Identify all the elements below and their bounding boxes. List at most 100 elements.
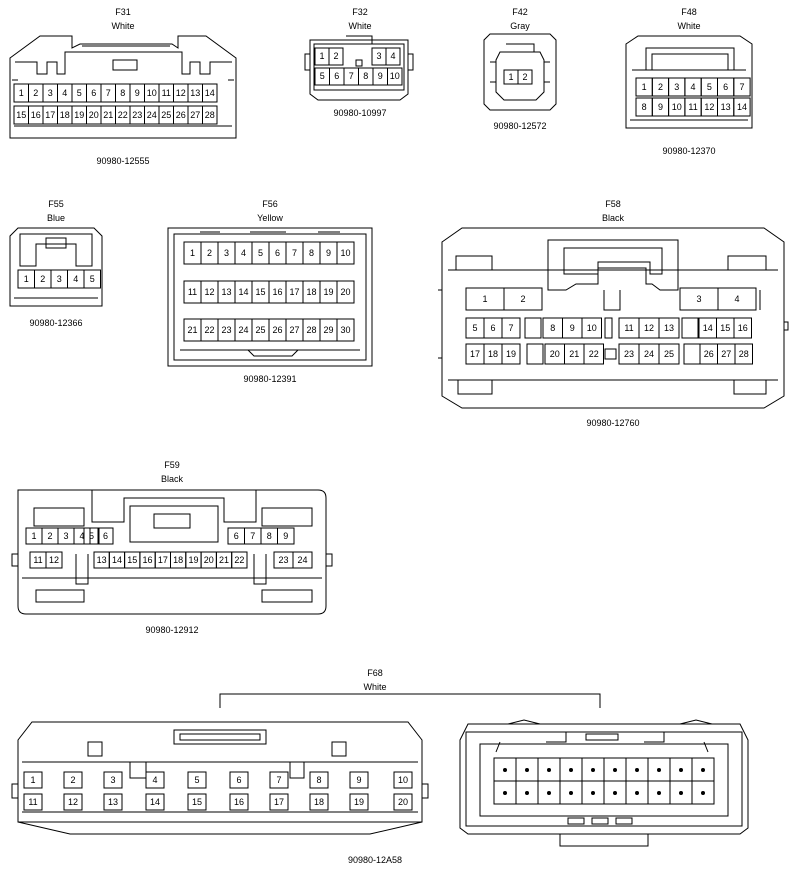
f59-pin-label: 6: [102, 530, 108, 541]
f58-pin-label: 25: [663, 348, 674, 359]
f31-pin-label: 21: [103, 109, 114, 120]
f56-pin-label: 14: [238, 286, 249, 297]
f48-pin-label: 12: [704, 101, 715, 112]
f58-pin-label: 4: [734, 293, 740, 304]
f56-pin-label: 24: [238, 324, 249, 335]
f68-pin-cell: [104, 794, 122, 810]
f31-pin-cell: [203, 106, 218, 124]
f68-part: 90980-12A58: [347, 855, 403, 865]
f68-pin-label: 2: [70, 774, 76, 785]
f55-pin-label: 2: [40, 273, 46, 284]
f31-pin-label: 15: [16, 109, 27, 120]
f58-pin-label: 23: [623, 348, 634, 359]
f68-pin-cell: [270, 772, 288, 788]
f59-outline: [12, 490, 332, 614]
f48-pin-label: 11: [688, 101, 698, 112]
f58-pin-label: 17: [469, 348, 480, 359]
f31-pin-label: 13: [190, 87, 201, 98]
f58-pin-label: 9: [569, 322, 575, 333]
f56-pin-label: 9: [325, 247, 331, 258]
f59-pin-label: 5: [88, 530, 94, 541]
f31-pin-label: 24: [146, 109, 157, 120]
f56-color: Yellow: [257, 213, 283, 223]
f56-pin-label: 1: [189, 247, 195, 258]
f59-pin-label: 2: [47, 530, 53, 541]
f68-pin-cell: [394, 772, 412, 788]
f68-pin-label: 10: [397, 774, 408, 785]
f31-pin-label: 7: [105, 87, 111, 98]
f58-pin-label: 22: [588, 348, 599, 359]
f58-pin-label: 8: [550, 322, 556, 333]
f32-pin-label: 6: [334, 71, 340, 81]
f58-pin-label: 18: [487, 348, 498, 359]
f68-pin-cell: [310, 772, 328, 788]
f48-pin-label: 10: [671, 101, 682, 112]
f58-pin-cell: [734, 318, 752, 338]
f58-pin-label: 21: [569, 348, 580, 359]
f31-pin-label: 10: [146, 87, 157, 98]
f56-pin-label: 18: [306, 286, 317, 297]
f59-pin-label: 16: [142, 554, 153, 565]
f48-pin-label: 3: [674, 81, 680, 92]
f68-pin-cell: [394, 794, 412, 810]
f59-pin-label: 14: [111, 554, 122, 565]
f68-pin-label: 18: [313, 796, 324, 807]
f48-color: White: [677, 21, 701, 31]
f58-pin-label: 1: [482, 293, 488, 304]
f32-pin-label: 4: [390, 51, 396, 61]
f42-pin-label: 1: [508, 71, 514, 82]
f68-pin-label: 17: [273, 796, 284, 807]
f32-pin-label: 7: [348, 71, 354, 81]
f56-pin-label: 29: [323, 324, 334, 335]
f48-pin-label: 9: [657, 101, 663, 112]
f68-pin-label: 19: [353, 796, 364, 807]
f56-outline: [168, 228, 372, 366]
f31-outline: [10, 36, 236, 138]
f31-pin-label: 3: [47, 87, 53, 98]
f56-pin-label: 27: [289, 324, 300, 335]
f68-pin-dots: [503, 768, 705, 795]
f58-pin-label: 14: [702, 322, 713, 333]
f31-pin-label: 14: [204, 87, 215, 98]
f59-pin-label: 18: [173, 554, 184, 565]
f56-pin-label: 6: [274, 247, 280, 258]
f58-pin-label: 20: [549, 348, 560, 359]
f58-pin-cell: [502, 344, 520, 364]
f68-pin-cell: [146, 772, 164, 788]
f55-pin-label: 4: [73, 273, 79, 284]
f68-pin-label: 16: [233, 796, 244, 807]
f56-pin-label: 12: [204, 286, 215, 297]
f31-pin-label: 25: [161, 109, 172, 120]
f58-pin-label: 11: [624, 322, 634, 333]
f58-pin-label: 26: [703, 348, 714, 359]
f59-pin-label: 7: [250, 530, 256, 541]
f56-pin-label: 20: [340, 286, 351, 297]
f48-pin-label: 4: [690, 81, 696, 92]
f31-pin-label: 27: [190, 109, 201, 120]
f59-pin-label: 21: [219, 554, 230, 565]
f56-id: F56: [262, 199, 278, 209]
f56-pin-label: 26: [272, 324, 283, 335]
f58-pin-cell: [504, 288, 542, 310]
f31-part: 90980-12555: [96, 156, 150, 166]
f68-pin-label: 1: [30, 774, 36, 785]
f68-pin-cell: [350, 794, 368, 810]
f68-id: F68: [367, 668, 383, 678]
f31-pin-cell: [203, 84, 218, 102]
f56-pin-label: 11: [187, 286, 198, 297]
f32-pin-label: 8: [363, 71, 369, 81]
f68-pin-label: 13: [107, 796, 118, 807]
f55-pin-label: 1: [23, 273, 29, 284]
f58-part: 90980-12760: [586, 418, 640, 428]
f68-color: White: [363, 682, 387, 692]
f48-pin-label: 14: [736, 101, 747, 112]
f58-pin-label: 19: [505, 348, 516, 359]
f56-pin-cell: [337, 281, 354, 303]
f48-pin-label: 8: [641, 101, 647, 112]
f42-pin-label: 2: [522, 71, 528, 82]
f32-pin-label: 2: [333, 51, 339, 61]
f56-pin-label: 23: [221, 324, 232, 335]
f59-pin-cell: [74, 528, 90, 544]
f68-pin-label: 6: [236, 774, 242, 785]
